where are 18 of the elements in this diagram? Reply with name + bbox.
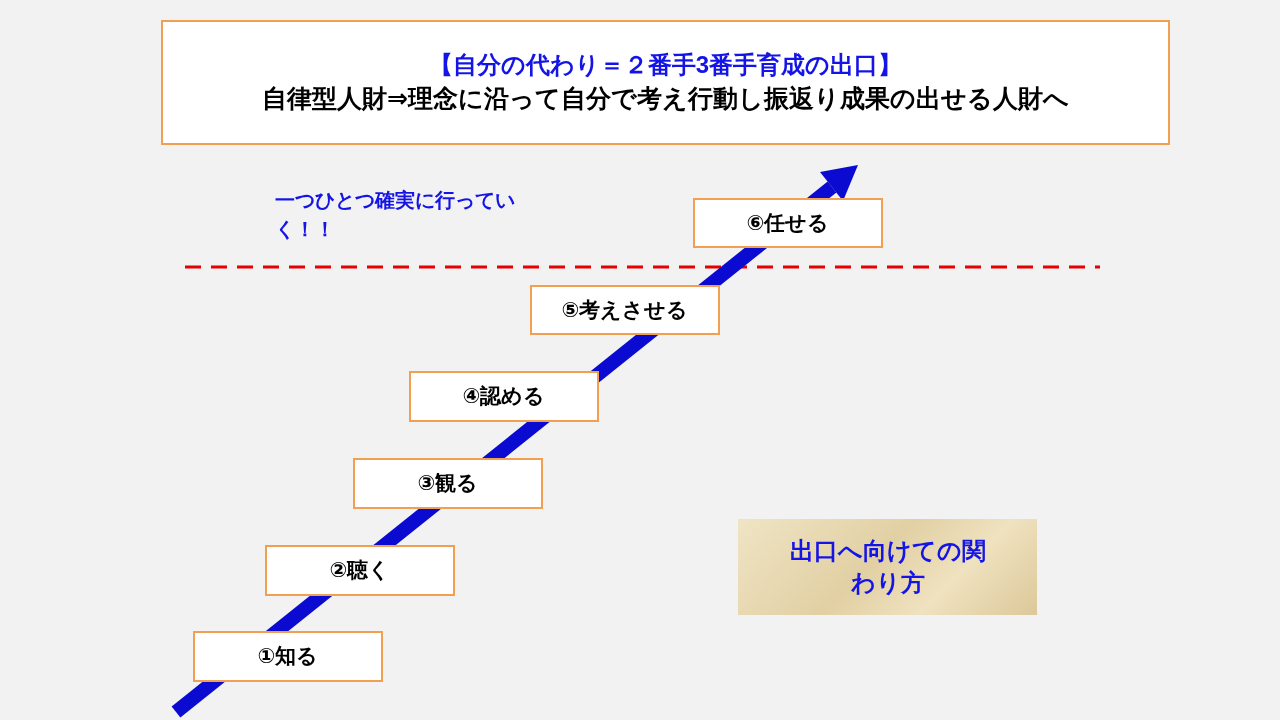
node-text: ⑥任せる [746, 209, 830, 236]
node-text: ④認める [462, 383, 546, 410]
step-box [530, 285, 720, 335]
body-text: 自律型人財⇒理念に沿って自分で考え行動し振返り成果の出せる人財へ [262, 82, 1069, 114]
note-text: 一つひとつ確実に行っていく！！ [275, 188, 516, 242]
step-box [353, 458, 543, 509]
node-text: 出口へ向けての関わり方 [788, 535, 987, 598]
node-text: ②聴く [329, 557, 391, 584]
note-card [738, 519, 1037, 615]
heading-text: 【自分の代わり＝２番手3番手育成の出口】 [428, 50, 903, 81]
node-text: ①知る [257, 643, 319, 670]
step-box [693, 198, 883, 248]
node-text: ③観る [417, 470, 479, 497]
title-box [161, 20, 1170, 145]
step-box [265, 545, 455, 596]
step-box [409, 371, 599, 422]
node-text: ⑤考えさせる [561, 296, 689, 323]
step-box [193, 631, 383, 682]
